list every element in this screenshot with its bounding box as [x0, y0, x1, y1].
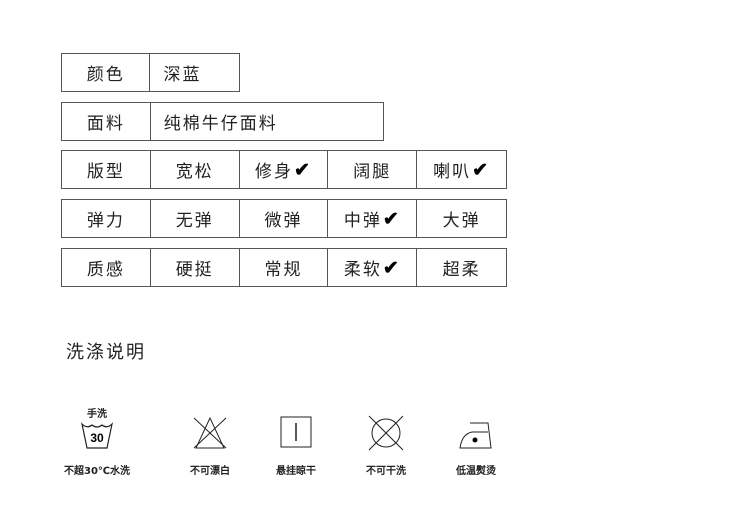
- no-bleach-icon: [193, 416, 227, 449]
- option-text: 宽松: [175, 162, 214, 182]
- care-label: 不可漂白: [190, 466, 230, 477]
- option-text: 微弹: [264, 211, 303, 231]
- care-no-dry-clean: 不可干洗: [341, 415, 431, 477]
- attribute-option: 中弹✔: [328, 200, 418, 237]
- care-label: 低温熨烫: [456, 466, 496, 477]
- attribute-option: 超柔: [417, 249, 506, 286]
- option-text: 无弹: [175, 211, 214, 231]
- hand-wash-label: 手洗: [87, 409, 107, 420]
- option-text: 柔软: [343, 260, 382, 280]
- option-text: 大弹: [442, 211, 481, 231]
- care-low-iron: 低温熨烫: [431, 420, 521, 477]
- care-label: 不可干洗: [366, 466, 406, 477]
- attribute-label: 弹力: [62, 200, 151, 237]
- wash-temperature: 30: [90, 431, 104, 445]
- care-label: 悬挂晾干: [276, 466, 316, 477]
- attribute-option: 常规: [240, 249, 329, 286]
- attribute-option: 无弹: [151, 200, 240, 237]
- fabric-row: 面料 纯棉牛仔面料: [61, 102, 384, 141]
- attribute-label: 版型: [62, 151, 151, 188]
- care-line-dry: 悬挂晾干: [251, 416, 341, 477]
- color-label: 颜色: [62, 54, 151, 91]
- color-row: 颜色 深蓝: [61, 53, 240, 92]
- attribute-row: 质感 硬挺 常规 柔软✔ 超柔: [61, 248, 507, 287]
- no-dry-clean-icon: [368, 415, 404, 451]
- option-text: 修身: [255, 162, 294, 182]
- option-text: 中弹: [343, 211, 382, 231]
- attribute-option: 微弹: [240, 200, 329, 237]
- attribute-option: 柔软✔: [328, 249, 418, 286]
- option-text: 常规: [264, 260, 303, 280]
- attribute-label: 质感: [62, 249, 151, 286]
- checkmark-icon: ✔: [472, 158, 491, 181]
- option-text: 硬挺: [175, 260, 214, 280]
- option-text: 超柔: [442, 260, 481, 280]
- care-no-bleach: 不可漂白: [165, 416, 255, 477]
- attribute-row: 版型宽松修身✔阔腿喇叭✔: [61, 150, 507, 189]
- color-value: 深蓝: [163, 65, 202, 85]
- wash-instructions-title: 洗涤说明: [66, 342, 146, 363]
- option-text: 阔腿: [353, 162, 392, 182]
- attribute-row: 弹力 无弹 微弹 中弹✔ 大弹: [61, 199, 507, 238]
- checkmark-icon: ✔: [294, 158, 312, 181]
- fabric-value: 纯棉牛仔面料: [163, 114, 278, 134]
- fabric-label: 面料: [62, 103, 151, 140]
- attribute-option: 硬挺: [151, 249, 240, 286]
- care-label: 不超30℃水洗: [63, 466, 131, 477]
- attribute-option: 阔腿: [328, 151, 418, 188]
- attribute-option: 宽松: [151, 151, 240, 188]
- attribute-option: 喇叭✔: [417, 151, 506, 188]
- low-iron-icon: [459, 422, 492, 449]
- option-text: 喇叭: [433, 162, 472, 182]
- line-dry-icon: [280, 416, 312, 448]
- care-wash-30: 30 不超30℃水洗: [52, 420, 142, 477]
- attribute-option: 大弹: [417, 200, 506, 237]
- checkmark-icon: ✔: [382, 207, 401, 230]
- checkmark-icon: ✔: [382, 256, 401, 279]
- wash-basin-icon: 30: [81, 422, 113, 449]
- attribute-option: 修身✔: [240, 151, 329, 188]
